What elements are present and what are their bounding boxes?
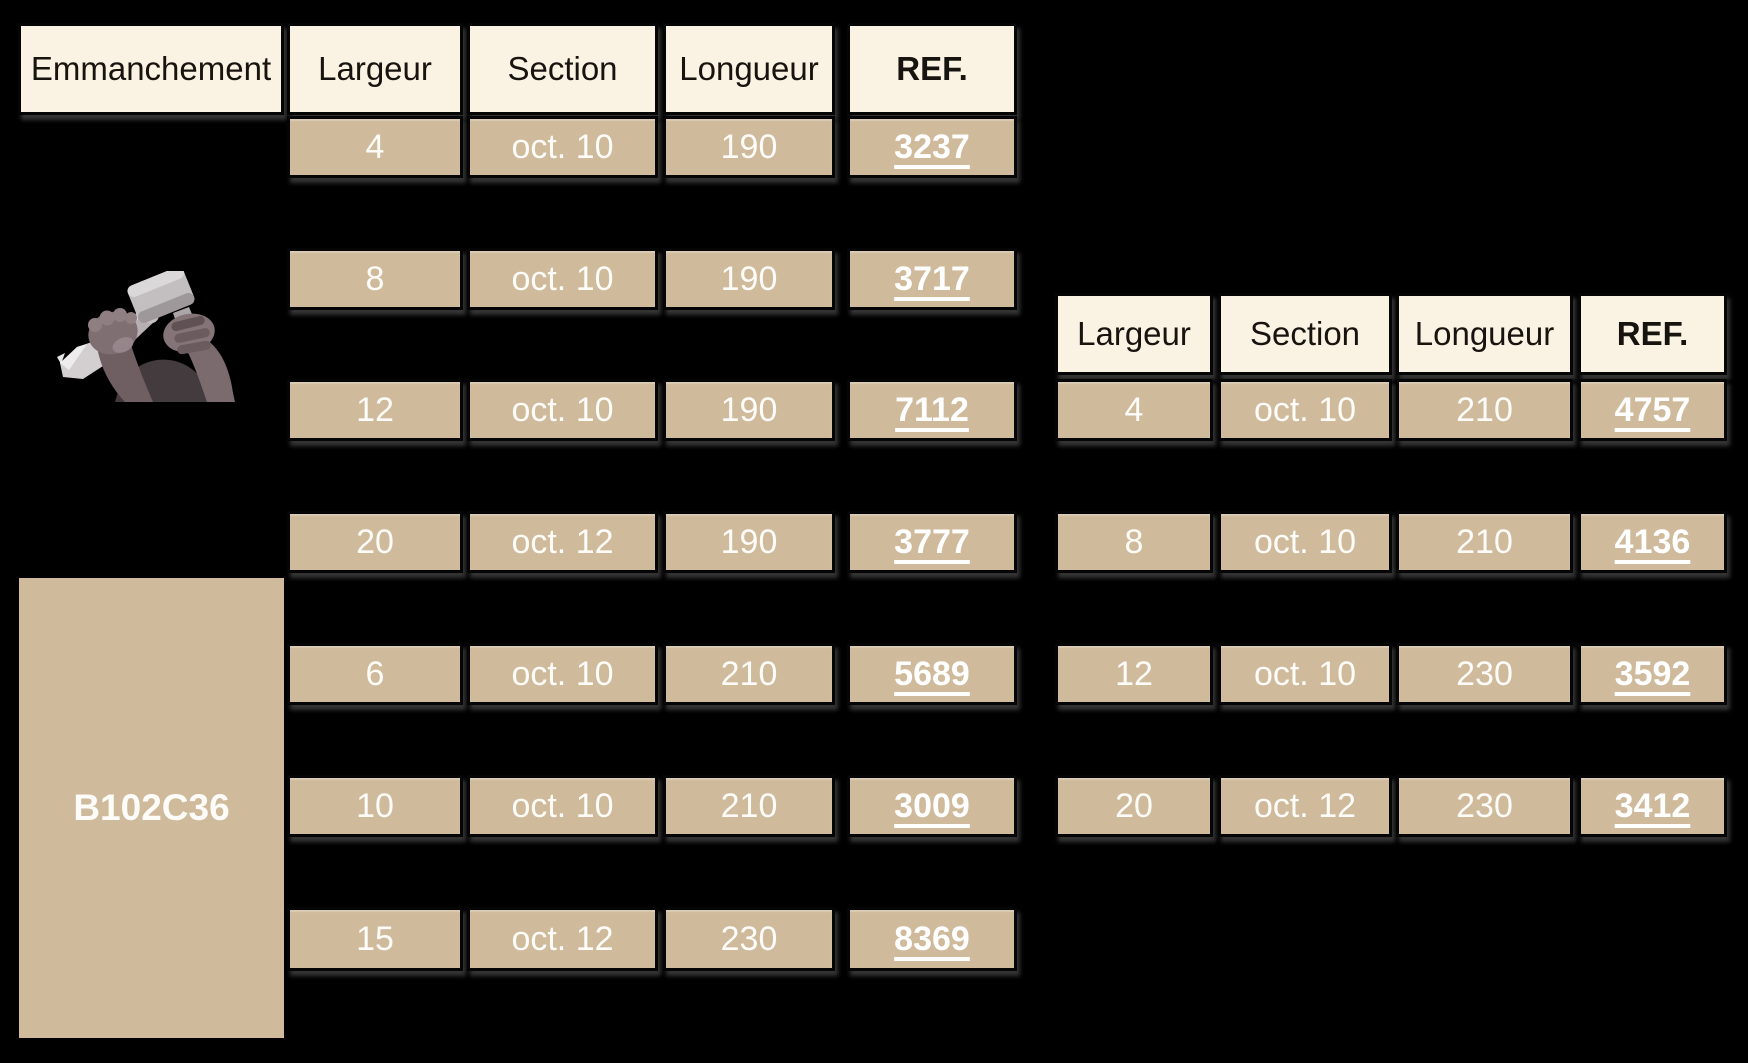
column-header-section: Section <box>1218 293 1392 375</box>
largeur-cell: 12 <box>1055 643 1213 705</box>
ref-cell: 4136 <box>1578 511 1727 573</box>
section-cell: oct. 10 <box>467 379 658 441</box>
column-header-largeur: Largeur <box>287 23 463 115</box>
ref-link[interactable]: 3592 <box>1614 654 1691 693</box>
column-header-section: Section <box>467 23 658 115</box>
column-header-longueur: Longueur <box>663 23 835 115</box>
section-cell: oct. 10 <box>467 775 658 837</box>
largeur-cell: 12 <box>287 379 463 441</box>
largeur-cell: 8 <box>1055 511 1213 573</box>
ref-cell: 7112 <box>847 379 1017 441</box>
column-header-ref: REF. <box>1578 293 1727 375</box>
longueur-cell: 190 <box>663 248 835 310</box>
largeur-cell: 15 <box>287 907 463 971</box>
ref-cell: 3009 <box>847 775 1017 837</box>
ref-link[interactable]: 4757 <box>1614 390 1691 429</box>
longueur-cell: 210 <box>663 775 835 837</box>
ref-link[interactable]: 4136 <box>1614 522 1691 561</box>
column-header-ref: REF. <box>847 23 1017 115</box>
longueur-cell: 230 <box>1396 643 1573 705</box>
section-cell: oct. 10 <box>467 248 658 310</box>
longueur-cell: 210 <box>663 643 835 705</box>
mallet-chisel-icon <box>57 267 235 402</box>
ref-cell: 4757 <box>1578 379 1727 441</box>
ref-cell: 3237 <box>847 116 1017 178</box>
column-header-emmanchement: Emmanchement <box>18 23 284 115</box>
hands-with-mallet-and-chisel-illustration <box>57 267 237 402</box>
largeur-cell: 4 <box>1055 379 1213 441</box>
longueur-cell: 190 <box>663 379 835 441</box>
ref-link[interactable]: 7112 <box>895 390 969 429</box>
section-cell: oct. 12 <box>467 511 658 573</box>
ref-cell: 3777 <box>847 511 1017 573</box>
ref-cell: 3717 <box>847 248 1017 310</box>
ref-cell: 3592 <box>1578 643 1727 705</box>
column-header-largeur: Largeur <box>1055 293 1213 375</box>
column-header-longueur: Longueur <box>1396 293 1573 375</box>
section-cell: oct. 10 <box>1218 511 1392 573</box>
largeur-cell: 20 <box>1055 775 1213 837</box>
ref-cell: 5689 <box>847 643 1017 705</box>
section-cell: oct. 10 <box>467 643 658 705</box>
section-cell: oct. 10 <box>1218 379 1392 441</box>
ref-link[interactable]: 3412 <box>1614 786 1691 825</box>
longueur-cell: 230 <box>663 907 835 971</box>
ref-link[interactable]: 5689 <box>894 654 970 693</box>
largeur-cell: 8 <box>287 248 463 310</box>
longueur-cell: 210 <box>1396 379 1573 441</box>
ref-link[interactable]: 3777 <box>894 522 970 561</box>
ref-link[interactable]: 3009 <box>894 786 970 825</box>
longueur-cell: 230 <box>1396 775 1573 837</box>
section-cell: oct. 10 <box>1218 643 1392 705</box>
longueur-cell: 210 <box>1396 511 1573 573</box>
largeur-cell: 20 <box>287 511 463 573</box>
section-cell: oct. 12 <box>467 907 658 971</box>
ref-link[interactable]: 3237 <box>894 127 970 166</box>
product-code-cell: B102C36 <box>19 578 284 1038</box>
ref-link[interactable]: 3717 <box>894 259 970 298</box>
longueur-cell: 190 <box>663 116 835 178</box>
section-cell: oct. 12 <box>1218 775 1392 837</box>
section-cell: oct. 10 <box>467 116 658 178</box>
largeur-cell: 6 <box>287 643 463 705</box>
ref-cell: 3412 <box>1578 775 1727 837</box>
largeur-cell: 10 <box>287 775 463 837</box>
ref-cell: 8369 <box>847 907 1017 971</box>
longueur-cell: 190 <box>663 511 835 573</box>
ref-link[interactable]: 8369 <box>894 919 970 958</box>
largeur-cell: 4 <box>287 116 463 178</box>
